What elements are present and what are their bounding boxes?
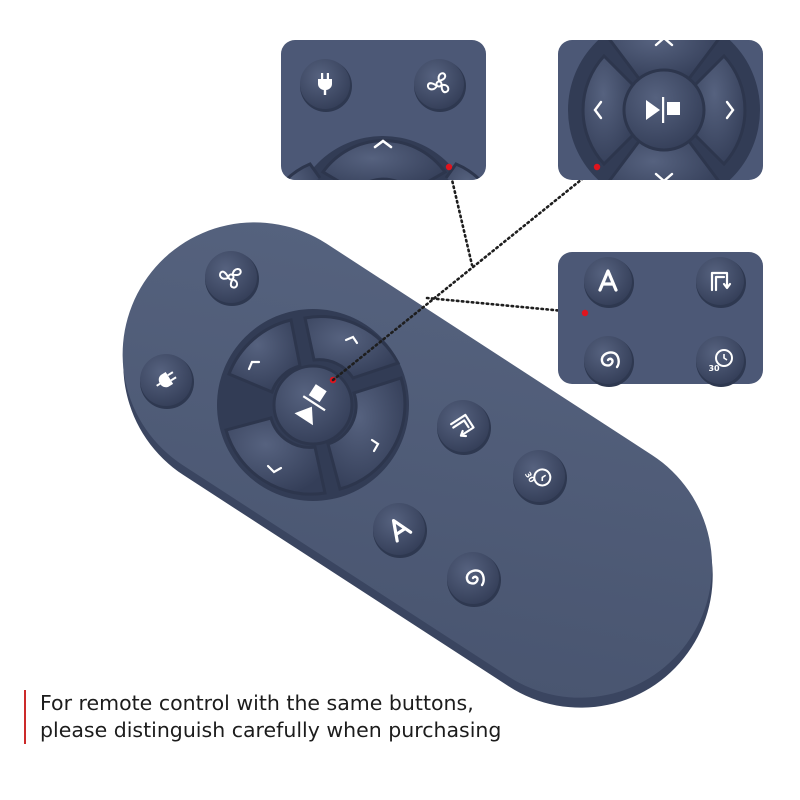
callout-spiral-button[interactable]	[584, 336, 634, 387]
dpad-down-right-segment[interactable]	[326, 376, 407, 491]
chevron-left-icon	[593, 100, 603, 120]
callout-dpad	[558, 40, 763, 180]
dpad-up-left-segment[interactable]	[227, 318, 302, 395]
play-stop-icon	[294, 384, 327, 426]
dpad-down-left-segment[interactable]	[224, 416, 327, 496]
spiral-icon	[465, 569, 485, 587]
callout-timer-30-button[interactable]: 30	[696, 336, 746, 387]
remote-fan-button[interactable]	[205, 251, 259, 306]
dpad-center-play-stop-button[interactable]	[272, 364, 354, 446]
notice-line-1: For remote control with the same buttons…	[40, 691, 474, 715]
play-stop-icon	[646, 97, 680, 123]
power-plug-icon	[156, 371, 177, 388]
callout-modes: 30	[558, 252, 763, 387]
chevron-right-icon	[725, 100, 735, 120]
remote-timer-30-button[interactable]: 30	[513, 450, 567, 505]
power-plug-icon	[318, 73, 332, 95]
marker-a	[445, 163, 453, 171]
edge-clean-icon	[710, 271, 732, 292]
notice-line-2: please distinguish carefully when purcha…	[40, 718, 502, 742]
marker-b	[593, 163, 601, 171]
fan-icon	[426, 72, 450, 94]
chevron-up-icon	[373, 139, 393, 149]
timer-30-label: 30	[708, 364, 720, 373]
callout-auto-button[interactable]	[584, 257, 634, 308]
remote-auto-button[interactable]	[373, 503, 427, 558]
remote-power-button[interactable]	[140, 354, 194, 409]
chevron-down-icon	[370, 438, 380, 453]
fan-icon	[219, 267, 242, 289]
chevron-down-icon	[654, 172, 674, 180]
callout-power-fan	[281, 40, 486, 180]
edge-clean-icon	[449, 413, 475, 438]
callout-power-button[interactable]	[300, 59, 352, 112]
callout-play-stop-button[interactable]	[622, 68, 706, 152]
letter-a-icon	[598, 269, 618, 292]
chevron-up-icon	[247, 360, 261, 371]
chevron-up-icon	[654, 40, 674, 47]
spiral-icon	[600, 351, 620, 369]
callout-fan-button[interactable]	[414, 59, 466, 112]
dpad-up-right-segment[interactable]	[303, 315, 401, 380]
callout-edge-clean-button[interactable]	[696, 257, 746, 308]
purchase-notice: For remote control with the same buttons…	[24, 690, 740, 744]
letter-a-icon	[391, 519, 413, 543]
remote-dpad[interactable]	[217, 309, 409, 501]
marker-c	[581, 309, 589, 317]
remote-edge-clean-button[interactable]	[437, 400, 491, 455]
timer-30-icon: 30	[708, 349, 733, 373]
chevron-left-icon	[266, 464, 283, 474]
remote-spiral-button[interactable]	[447, 552, 501, 607]
chevron-right-icon	[344, 335, 359, 345]
